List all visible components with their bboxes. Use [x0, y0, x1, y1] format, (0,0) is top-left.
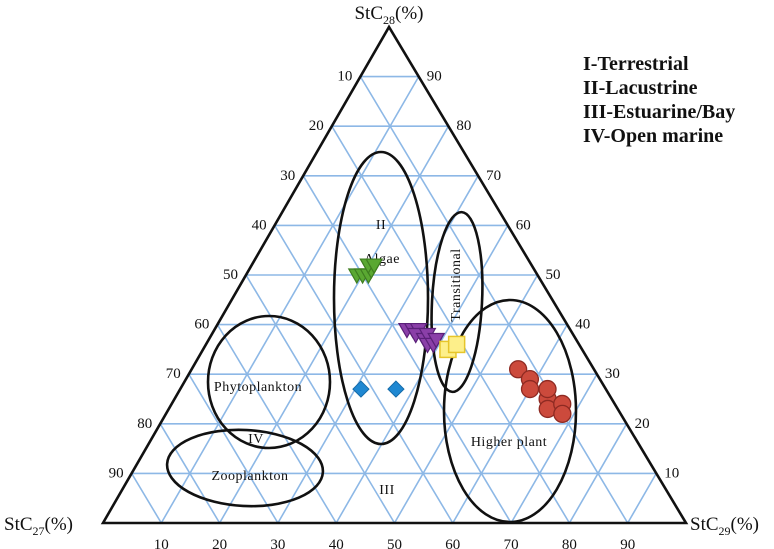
tick-bottom: 20	[212, 537, 227, 549]
legend-item-lacustrine: II-Lacustrine	[583, 77, 698, 99]
tick-right: 60	[516, 217, 531, 233]
tick-right: 30	[605, 366, 620, 382]
ellipse-higher-plant	[442, 298, 578, 524]
triangle-marker	[365, 258, 384, 275]
region-label-higher-plant: Higher plant	[471, 435, 547, 450]
tick-right: 20	[635, 416, 650, 432]
tick-left: 70	[166, 366, 181, 382]
axis-labels: StC28(%) StC27(%) StC29(%)	[4, 3, 759, 538]
grid-line	[159, 423, 221, 524]
region-label-transitional: Transitional	[449, 248, 464, 321]
circle-marker	[538, 379, 557, 399]
tick-right: 70	[486, 168, 501, 184]
tick-right: 80	[456, 118, 471, 134]
tick-bottom: 70	[504, 537, 519, 549]
grid-lines	[130, 75, 657, 524]
tick-bottom: 80	[562, 537, 577, 549]
tick-bottom: 50	[387, 537, 402, 549]
grid-line	[393, 274, 539, 524]
tick-left: 20	[309, 118, 324, 134]
tick-right: 10	[664, 465, 679, 481]
tick-right: 50	[546, 267, 561, 283]
grid-line	[568, 423, 628, 524]
tick-bottom: 30	[270, 537, 285, 549]
tick-left: 80	[137, 416, 152, 432]
grid-line	[216, 324, 337, 524]
diamond-marker	[387, 380, 405, 398]
triangle-outline	[100, 24, 689, 525]
tick-right: 90	[427, 69, 442, 85]
tick-bottom: 10	[154, 537, 169, 549]
axis-label-top: StC28(%)	[354, 3, 423, 27]
grid-line	[359, 76, 629, 524]
ellipse-phytoplankton	[206, 314, 332, 450]
legend: I-Terrestrial II-Lacustrine III-Estuarin…	[583, 52, 735, 148]
triangle-marker	[427, 332, 446, 349]
ellipse-zooplankton	[165, 428, 325, 508]
grid-line	[188, 373, 279, 524]
tick-bottom: 40	[329, 537, 344, 549]
axis-label-left: StC27(%)	[4, 514, 73, 538]
tick-bottom: 60	[445, 537, 460, 549]
ellipse-transitional	[430, 210, 484, 394]
legend-item-open-marine: IV-Open marine	[583, 125, 724, 147]
tick-left: 90	[109, 465, 124, 481]
legend-item-estuarine: III-Estuarine/Bay	[583, 101, 736, 123]
tick-left: 30	[280, 168, 295, 184]
tick-right: 40	[575, 317, 590, 333]
grid-line	[627, 473, 657, 524]
tick-left: 40	[252, 217, 267, 233]
region-label-iii: III	[379, 483, 395, 498]
grid-line	[130, 472, 162, 524]
diamond-marker	[352, 380, 370, 398]
data-points	[347, 258, 572, 424]
tick-left: 10	[337, 69, 352, 85]
circle-marker	[553, 404, 572, 424]
square-marker	[447, 335, 466, 354]
circle-marker	[508, 360, 528, 379]
tick-labels: 10 10 10 20 20 20 30 30 30 40 40 40 50 50 50 60 60 60 70 70…	[109, 69, 680, 549]
axis-label-right: StC29(%)	[690, 514, 759, 538]
grid-line	[510, 373, 598, 524]
triangle-frame	[100, 24, 689, 525]
region-ellipses: IIAlgaePhytoplanktonIVZooplanktonIIIIHig…	[165, 150, 578, 524]
grid-line	[160, 76, 420, 524]
region-label-ii: II	[376, 218, 386, 233]
legend-item-terrestrial: I-Terrestrial	[583, 53, 689, 75]
region-label-iv: IV	[248, 432, 264, 447]
grid-line	[452, 324, 568, 524]
tick-bottom: 90	[620, 537, 635, 549]
region-label-zooplankton: Zooplankton	[211, 469, 288, 484]
tick-left: 60	[194, 317, 209, 333]
grid-line	[245, 274, 396, 524]
ellipse-algae	[332, 150, 430, 446]
circle-marker	[520, 379, 540, 399]
grid-line	[302, 175, 512, 524]
tick-left: 50	[223, 267, 238, 283]
region-label-phytoplankton: Phytoplankton	[214, 380, 302, 395]
